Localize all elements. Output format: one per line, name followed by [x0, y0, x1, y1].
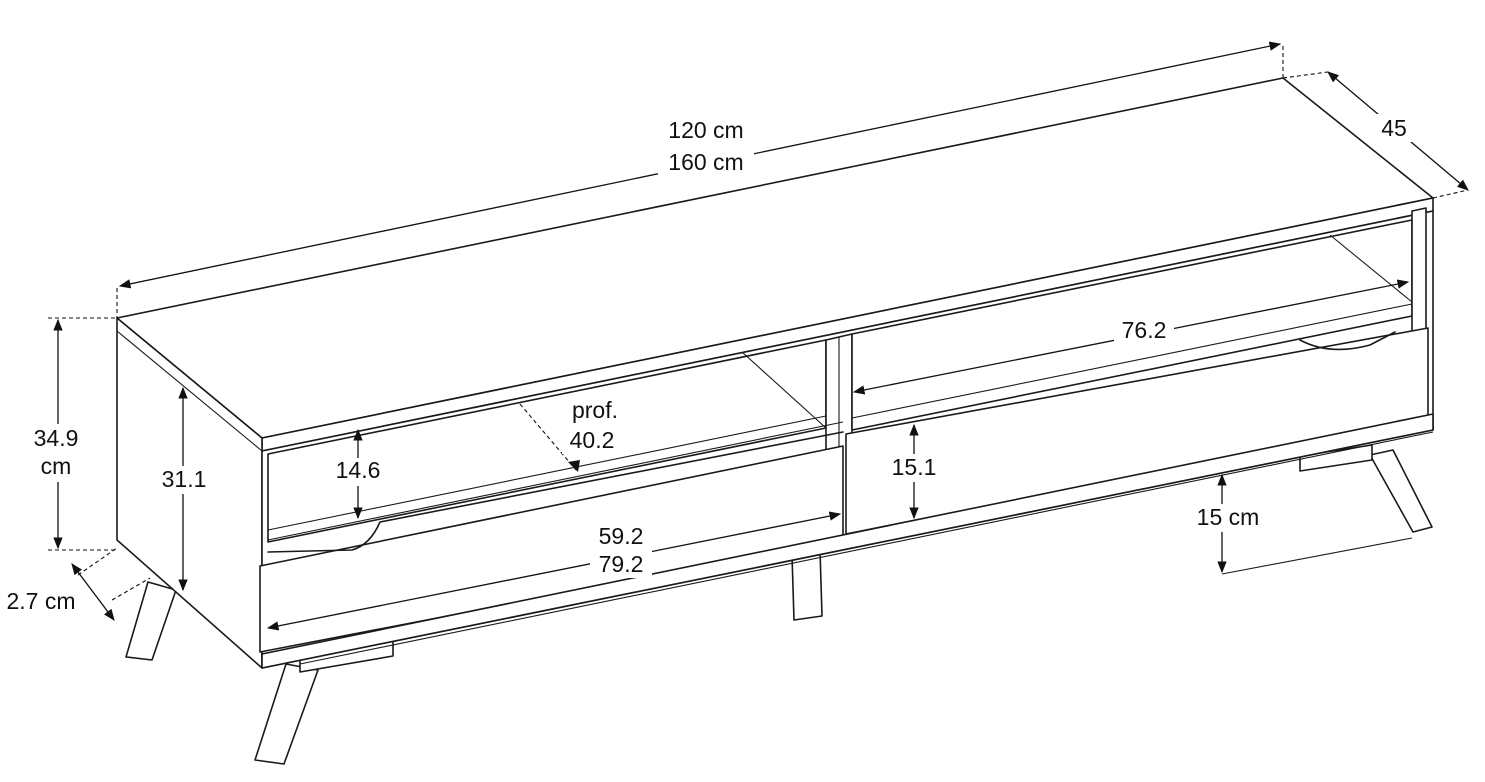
total-height-value: 34.9 [34, 425, 79, 451]
body-height-label: 31.1 [162, 466, 207, 492]
leg-back-left [125, 581, 177, 661]
leg-clearance-label: 15 cm [1197, 504, 1260, 530]
leg-block-right [1299, 444, 1373, 472]
leg-offset-label: 2.7 cm [6, 588, 75, 614]
drawer-width-label-b: 79.2 [599, 551, 644, 577]
length-label-b: 160 cm [668, 149, 743, 175]
drawer-width-label-a: 59.2 [599, 523, 644, 549]
right-shelf-width-label: 76.2 [1122, 317, 1167, 343]
right-drawer-height-label: 15.1 [892, 454, 937, 480]
inner-depth-label: prof. [572, 397, 618, 423]
inner-depth-value: 40.2 [570, 427, 615, 453]
leg-front-left [254, 663, 319, 765]
total-height-unit: cm [41, 453, 72, 479]
left-drawer-height-label: 14.6 [336, 457, 381, 483]
depth-label: 45 [1381, 115, 1407, 141]
leg-back-right [1369, 449, 1433, 533]
length-label-a: 120 cm [668, 117, 743, 143]
